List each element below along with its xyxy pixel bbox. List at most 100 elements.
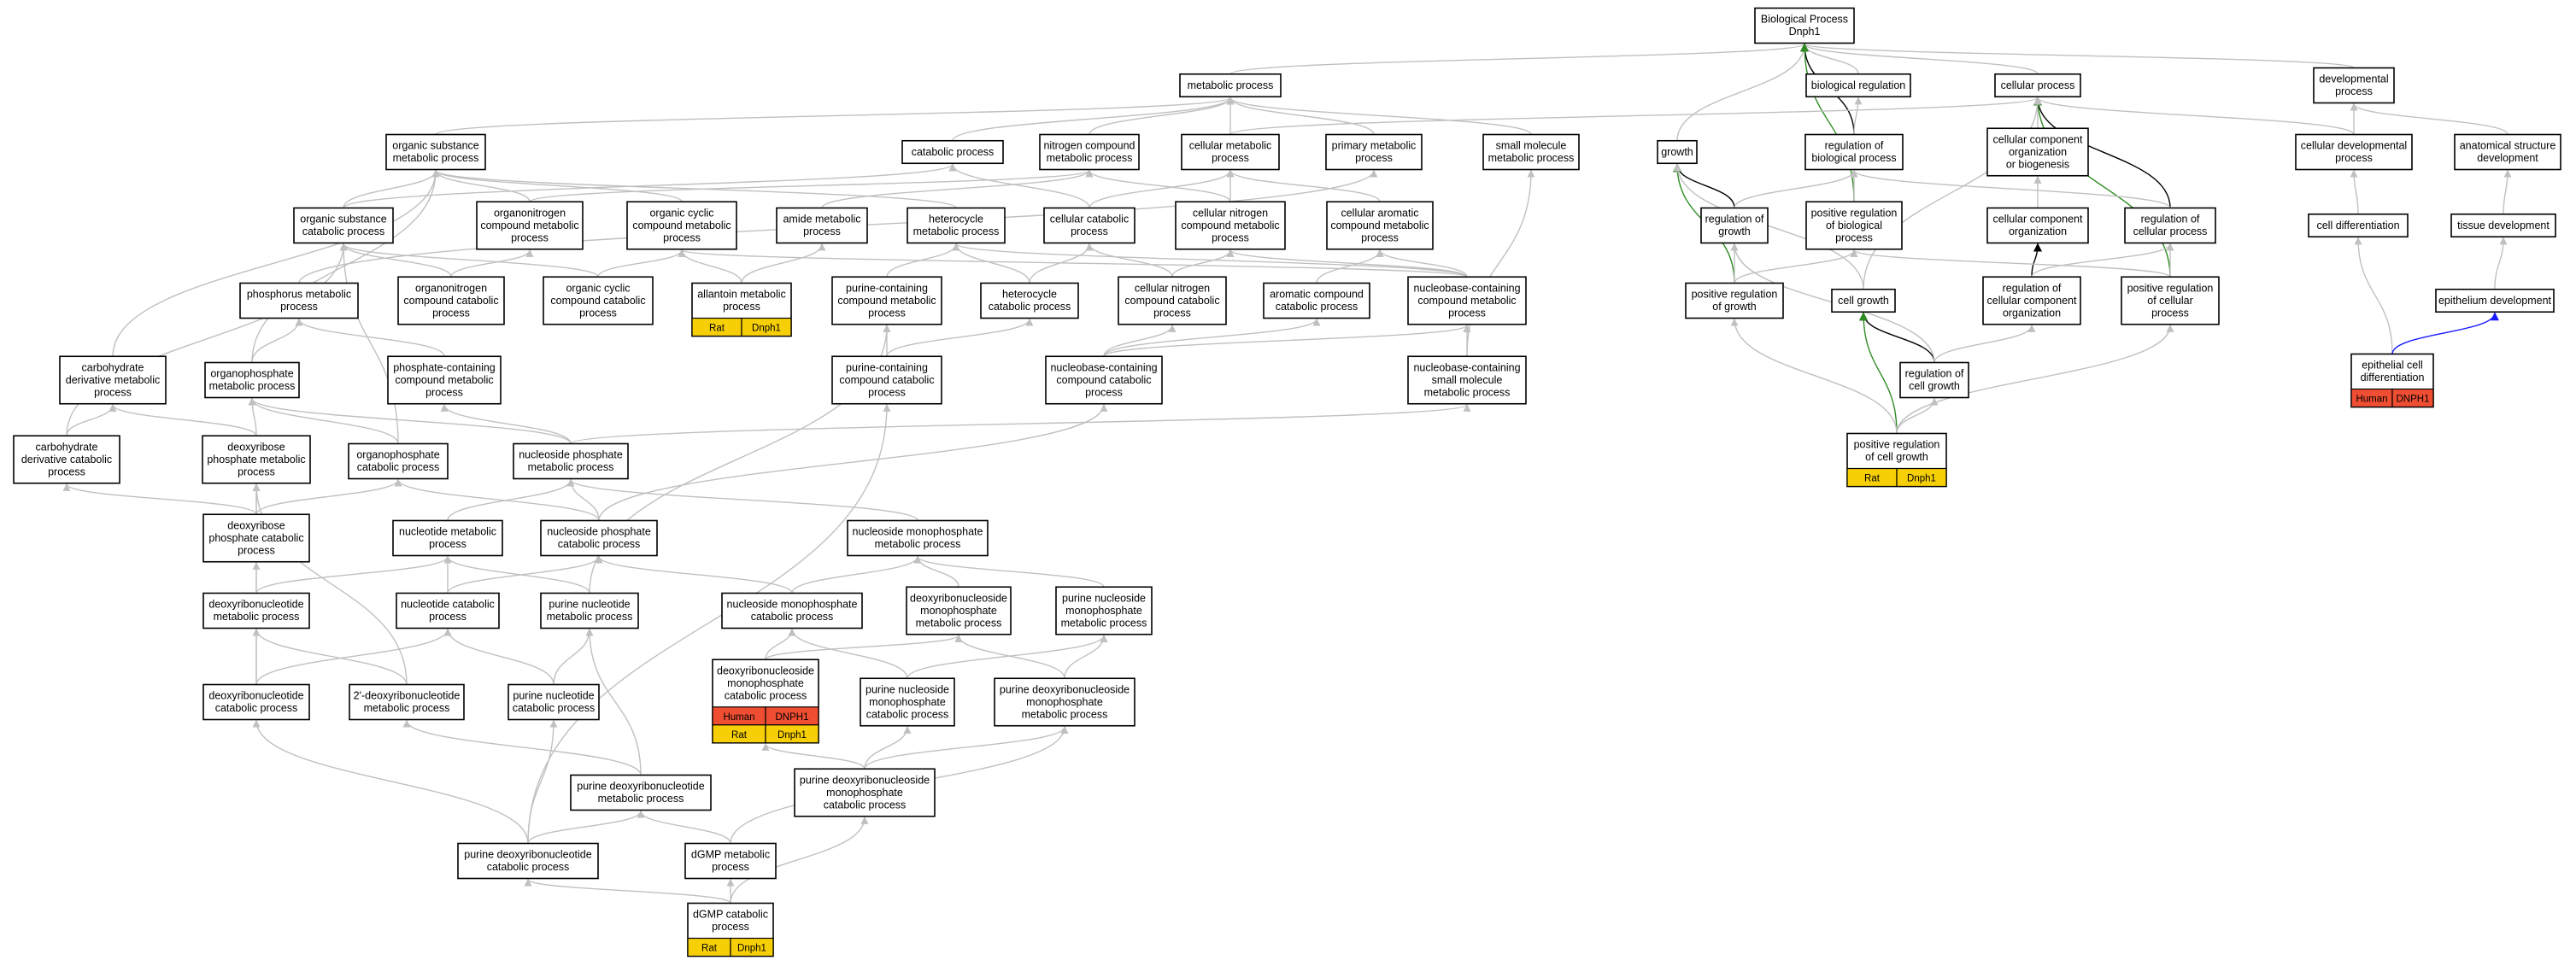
go-term-bio-reg[interactable]: biological regulation xyxy=(1805,73,1911,98)
go-term-purine-deoxyribonucleoside-mp-cat[interactable]: purine deoxyribonucleosidemonophosphatec… xyxy=(794,768,936,817)
go-term-growth[interactable]: growth xyxy=(1657,139,1698,165)
edge-is-a-phosphate-cont-met-to-phosphorus-met xyxy=(295,318,445,357)
term-label-line: metabolic process xyxy=(598,793,684,805)
go-term-cell-growth[interactable]: cell growth xyxy=(1831,288,1896,313)
term-label-line: metabolic process xyxy=(364,702,450,714)
go-term-tissue-dev[interactable]: tissue development xyxy=(2450,213,2556,238)
term-label-line: compound catabolic xyxy=(1056,374,1151,386)
go-term-deoxyribonucleoside-mp-met[interactable]: deoxyribonucleosidemonophosphatemetaboli… xyxy=(906,586,1012,635)
term-label-line: process xyxy=(803,225,841,237)
edge-is-a-carb-deriv-met-to-org-sub-met xyxy=(112,169,440,357)
edge-is-a-pos-reg-growth-to-pos-reg-bio-proc xyxy=(1734,249,1858,284)
term-label-line: cellular developmental xyxy=(2301,140,2407,152)
term-label-line: of growth xyxy=(1712,301,1756,313)
go-term-purine-deoxyribonucleoside-mp-met[interactable]: purine deoxyribonucleosidemonophosphatem… xyxy=(994,677,1135,727)
term-box xyxy=(2308,213,2409,238)
go-term-catabolic[interactable]: catabolic process xyxy=(901,139,1004,165)
term-box xyxy=(1263,282,1370,319)
term-box xyxy=(776,207,868,244)
term-box xyxy=(348,442,449,480)
term-label-line: catabolic process xyxy=(824,799,907,811)
edge-regulates-reg-cc-org-to-cc-org xyxy=(2031,243,2042,278)
edge-is-a-growth-to-bp-root xyxy=(1676,43,1809,141)
go-term-epith-dev[interactable]: epithelium development xyxy=(2435,288,2555,313)
term-label-line: Biological Process xyxy=(1761,14,1848,26)
go-term-cellular-proc[interactable]: cellular process xyxy=(1994,73,2081,98)
go-term-purine-nucleoside-mp-cat[interactable]: purine nucleosidemonophosphatecatabolic … xyxy=(860,677,955,727)
term-label-line: monophosphate xyxy=(1026,696,1103,708)
edge-is-a-nucleobase-cat-to-nucleobase-met xyxy=(1103,324,1471,357)
term-label-line: process xyxy=(712,861,749,873)
edge-is-a-purine-deoxyribonucleotide-met-to-deoxyribonucleotide-2-met xyxy=(402,719,642,776)
go-term-metabolic[interactable]: metabolic process xyxy=(1179,73,1282,98)
go-term-deoxyribonucleoside-mp-cat[interactable]: deoxyribonucleosidemonophosphatecataboli… xyxy=(712,659,819,744)
go-term-purine-nucleoside-mp-met[interactable]: purine nucleosidemonophosphatemetabolic … xyxy=(1055,586,1153,635)
species-label: Rat xyxy=(1864,474,1881,484)
go-term-cell-diff[interactable]: cell differentiation xyxy=(2308,213,2409,238)
